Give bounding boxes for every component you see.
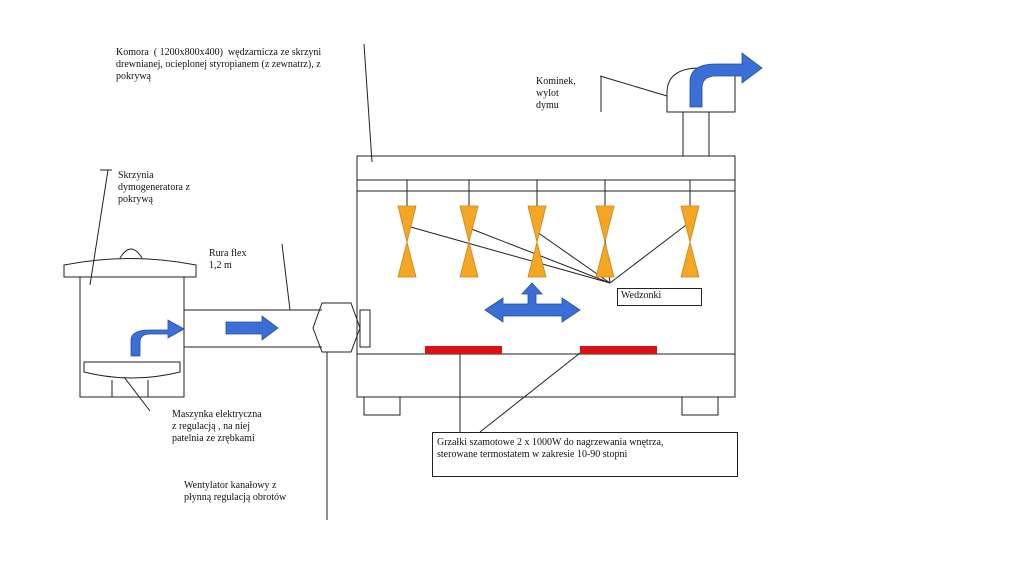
label-kominek: Kominek, wylot dymu: [536, 76, 576, 111]
leader-grzalki-2: [479, 352, 581, 433]
electric-hotplate: [83, 361, 181, 379]
leader-kominek: [599, 75, 668, 97]
meat-piece: [459, 205, 479, 278]
leader-skrzynia: [89, 169, 109, 286]
meat-piece: [397, 205, 417, 278]
chimney-arrow-icon: [689, 52, 763, 108]
label-wedzonki: Wedzonki: [617, 288, 702, 306]
chamber-foot-right: [681, 396, 719, 416]
meat-piece: [680, 205, 700, 278]
heater-element: [425, 346, 502, 354]
heater-element: [580, 346, 657, 354]
curved-arrow-icon: [130, 319, 185, 357]
smoking-chamber: [356, 155, 736, 398]
generator-lid-handle: [119, 248, 143, 259]
label-skrzynia: Skrzynia dymogeneratora z pokrywą: [118, 170, 190, 205]
label-maszynka: Maszynka elektryczna z regulacją , na ni…: [172, 409, 262, 444]
duct-fan: [312, 302, 361, 353]
generator-lid: [63, 258, 197, 278]
leader-wedzonki: [609, 221, 691, 284]
meat-piece: [595, 205, 615, 278]
meat-piece: [527, 205, 547, 278]
label-wentylator: Wentylator kanałowy z płynną regulacją o…: [184, 480, 287, 503]
leader-wedzonki: [406, 225, 611, 284]
chimney-pipe: [682, 111, 710, 157]
fan-connector: [359, 309, 371, 348]
chamber-foot-left: [363, 396, 401, 416]
label-grzalki: Grzałki szamotowe 2 x 1000W do nagrzewan…: [432, 432, 738, 477]
leader-maszynka: [123, 376, 151, 412]
label-rura: Rura flex 1,2 m: [209, 248, 247, 271]
arrow-right-icon: [225, 315, 279, 341]
label-komora: Komora ( 1200x800x400) wędzarnicza ze sk…: [116, 47, 322, 82]
leader-rura: [281, 243, 291, 311]
leader-komora: [363, 43, 373, 163]
four-way-arrow-icon: [484, 282, 581, 323]
